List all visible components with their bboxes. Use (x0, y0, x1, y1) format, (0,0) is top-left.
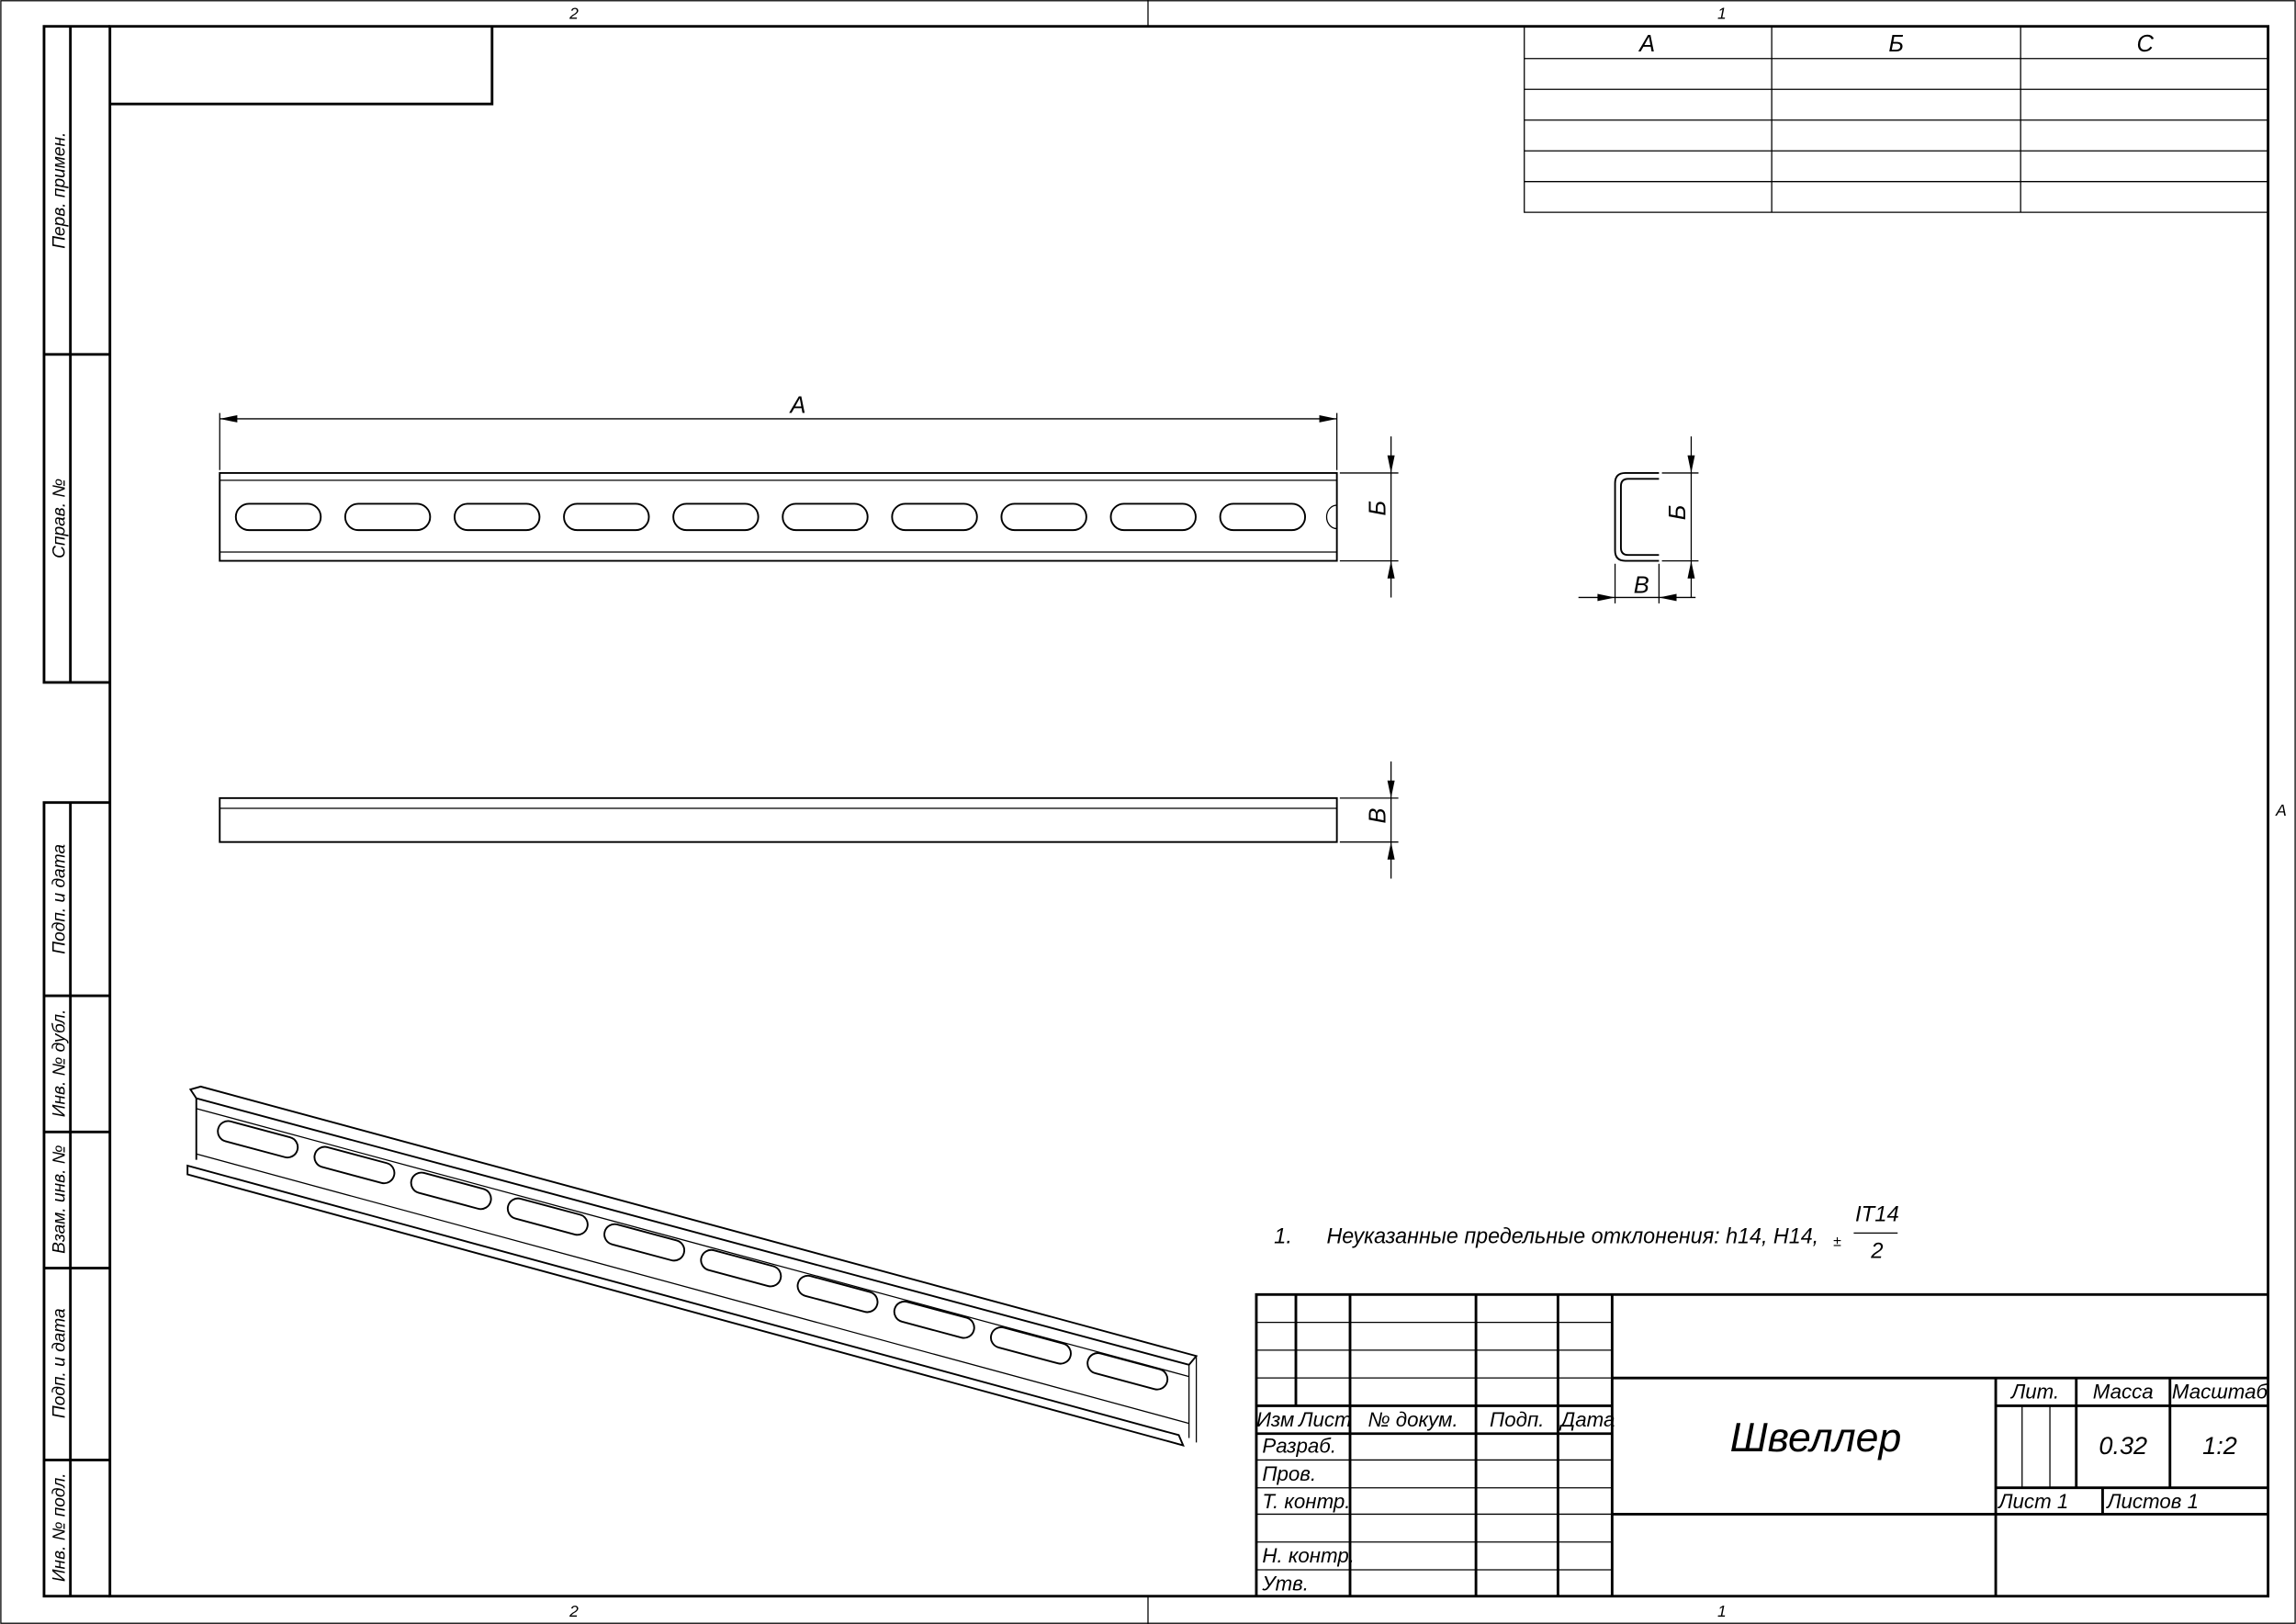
mounting-slot (672, 502, 760, 532)
scale-label: Масштаб (2172, 1380, 2269, 1403)
zone-label: A (2275, 801, 2287, 819)
zone-label: 1 (1717, 5, 1727, 23)
iso-mounting-slot (313, 1145, 396, 1185)
mounting-slot (563, 502, 650, 532)
iso-mounting-slot (700, 1248, 782, 1288)
role-prov: Пров. (1262, 1462, 1316, 1485)
strip-label: Подп. и дата (50, 844, 69, 954)
note-text: Неуказанные предельные отклонения: h14, … (1326, 1224, 1818, 1249)
section-dim-height-label: Б (1665, 505, 1691, 521)
header-doc: № докум. (1367, 1408, 1458, 1431)
header-sign: Подп. (1490, 1408, 1544, 1431)
strip-label: Перв. примен. (50, 132, 69, 249)
iso-mounting-slot (1086, 1352, 1169, 1391)
strip-label: Взам. инв. № (50, 1145, 69, 1254)
role-tkontr: Т. контр. (1262, 1490, 1350, 1513)
side-view: В (219, 761, 1399, 879)
strip-label: Инв. № подл. (50, 1472, 69, 1582)
note-plus-minus: ± (1833, 1235, 1841, 1250)
section-view: Б В (1578, 436, 1699, 603)
zone-label: 2 (568, 5, 579, 23)
role-razrab: Разраб. (1262, 1434, 1336, 1457)
zone-label: 2 (568, 1602, 579, 1620)
mounting-slot (1219, 502, 1307, 532)
note-denominator: 2 (1870, 1238, 1883, 1263)
mounting-slot (343, 502, 432, 532)
iso-mounting-slot (796, 1274, 879, 1314)
mass-label: Масса (2093, 1380, 2154, 1403)
role-utv: Утв. (1261, 1572, 1309, 1595)
dim-length-label: А (788, 393, 805, 419)
header-izm: Изм (1256, 1408, 1294, 1431)
mounting-slot (1109, 502, 1197, 532)
table-header: А (1638, 31, 1655, 57)
iso-mounting-slot (603, 1223, 686, 1262)
parameter-table: А Б С (1524, 26, 2268, 213)
drawing-frame (108, 25, 2270, 1598)
technical-note: 1. Неуказанные предельные отклонения: h1… (1274, 1202, 1899, 1264)
iso-mounting-slot (990, 1325, 1072, 1365)
scale-value: 1:2 (2202, 1431, 2237, 1460)
drawing-title: Швеллер (1730, 1415, 1902, 1460)
mounting-slot (891, 502, 978, 532)
lit-label: Лит. (2009, 1380, 2059, 1403)
header-date: Дата (1559, 1408, 1615, 1431)
top-left-box (109, 26, 494, 106)
front-view: А Б (219, 393, 1399, 598)
role-nkontr: Н. контр. (1262, 1544, 1355, 1567)
strip-label: Справ. № (50, 479, 69, 558)
zone-label: 1 (1717, 1602, 1727, 1620)
header-list: Лист (1297, 1408, 1351, 1431)
mass-value: 0.32 (2099, 1431, 2147, 1460)
mounting-slot (234, 502, 322, 532)
strip-label: Подп. и дата (50, 1308, 69, 1418)
mounting-slot (1000, 502, 1087, 532)
note-number: 1. (1274, 1224, 1292, 1249)
dim-width-label: В (1365, 807, 1390, 823)
table-header: Б (1888, 31, 1904, 57)
table-header: С (2136, 31, 2154, 57)
iso-mounting-slot (217, 1120, 299, 1159)
isometric-view (186, 1085, 1199, 1447)
sheet-number: Лист 1 (1997, 1490, 2068, 1513)
left-strip: Перв. примен. Справ. № Подп. и дата Инв.… (42, 25, 110, 1598)
iso-mounting-slot (410, 1171, 492, 1211)
iso-mounting-slot (893, 1300, 975, 1339)
dim-height-label: Б (1365, 501, 1390, 516)
strip-label: Инв. № дубл. (50, 1009, 69, 1118)
sheet-count: Листов 1 (2105, 1490, 2199, 1513)
mounting-slot (782, 502, 869, 532)
iso-mounting-slot (506, 1197, 589, 1236)
title-block: Изм Лист № докум. Подп. Дата Разраб. Про… (1255, 1292, 2269, 1596)
note-numerator: IT14 (1855, 1202, 1899, 1227)
section-dim-width-label: В (1634, 573, 1649, 599)
mounting-slot (454, 502, 541, 532)
